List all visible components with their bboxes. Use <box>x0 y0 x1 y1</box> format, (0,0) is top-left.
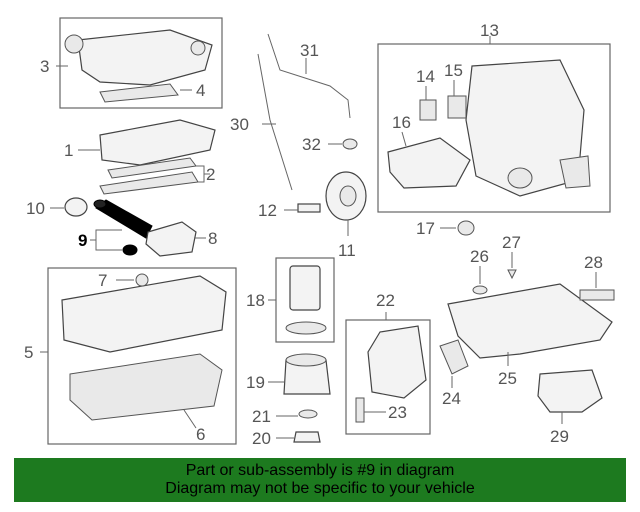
water-pump-part[interactable] <box>387 137 471 189</box>
plenum-gasket-ring[interactable] <box>64 34 84 54</box>
cover-plate <box>559 155 591 189</box>
oil-filter-housing-part[interactable] <box>367 325 427 399</box>
callout-20: 20 <box>252 429 271 448</box>
oil-filler-tube-end <box>93 199 107 209</box>
timing-seal <box>507 167 533 189</box>
valve-cover-gasket-part[interactable] <box>69 353 223 421</box>
oil-filler-cap-part[interactable] <box>64 197 88 217</box>
callout-12: 12 <box>258 201 277 220</box>
callout-9: 9 <box>78 231 87 250</box>
leader-2 <box>196 165 205 183</box>
callout-4: 4 <box>196 81 205 100</box>
part-9-highlight[interactable] <box>93 199 153 256</box>
callout-6: 6 <box>196 425 205 444</box>
callout-7: 7 <box>98 271 107 290</box>
intake-manifold-part[interactable] <box>99 119 216 166</box>
pulley-bolt-part[interactable] <box>297 203 321 213</box>
banner-line-2: Diagram may not be specific to your vehi… <box>165 480 475 497</box>
cover-gasket-15[interactable] <box>447 95 467 119</box>
dipstick-seal-part[interactable] <box>342 138 358 150</box>
callout-25: 25 <box>498 369 517 388</box>
housing-sensor-part[interactable] <box>355 397 365 423</box>
valve-cover-seal[interactable] <box>135 273 149 287</box>
callout-19: 19 <box>246 373 265 392</box>
timing-cover-part[interactable] <box>465 59 585 197</box>
dipstick-part[interactable] <box>257 53 293 191</box>
housing-gasket-part[interactable] <box>439 339 469 375</box>
cover-seal-14[interactable] <box>419 99 437 121</box>
notice-banner: Part or sub-assembly is #9 in diagram Di… <box>14 458 626 502</box>
callout-26: 26 <box>470 247 489 266</box>
callout-24: 24 <box>442 389 461 408</box>
leader-6 <box>183 409 197 429</box>
plenum-port <box>190 40 206 56</box>
callout-27: 27 <box>502 233 521 252</box>
callout-14: 14 <box>416 67 435 86</box>
callout-1: 1 <box>64 141 73 160</box>
callout-15: 15 <box>444 61 463 80</box>
oil-pan-upper-part[interactable] <box>447 283 613 359</box>
group-box-3 <box>59 17 223 109</box>
cover-oil-seal-part[interactable] <box>457 220 475 236</box>
callout-29: 29 <box>550 427 569 446</box>
group-box-5 <box>47 267 237 445</box>
leader-16 <box>401 131 407 147</box>
pan-seal-27[interactable] <box>507 269 517 280</box>
callout-3: 3 <box>40 57 49 76</box>
callout-5: 5 <box>24 343 33 362</box>
oil-pan-lower-part[interactable] <box>537 369 603 413</box>
leader-9 <box>95 229 122 251</box>
bracket-part[interactable] <box>145 221 197 257</box>
oil-filler-tube-seal-part[interactable] <box>122 244 138 256</box>
oil-filter-element-part[interactable] <box>289 265 321 311</box>
plenum-gasket-part[interactable] <box>99 83 179 103</box>
callout-23: 23 <box>388 403 407 422</box>
oil-filter-oring[interactable] <box>285 321 327 335</box>
callout-28: 28 <box>584 253 603 272</box>
callout-18: 18 <box>246 291 265 310</box>
pulley-hub <box>339 185 357 207</box>
callout-16: 16 <box>392 113 411 132</box>
drain-plug-part[interactable] <box>293 431 321 443</box>
intake-plenum-part[interactable] <box>77 29 213 86</box>
callout-10: 10 <box>26 199 45 218</box>
callout-32: 32 <box>302 135 321 154</box>
callout-11: 11 <box>338 241 356 260</box>
banner-line-1: Part or sub-assembly is #9 in diagram <box>185 462 455 479</box>
callout-31: 31 <box>300 41 319 60</box>
callout-17: 17 <box>416 219 435 238</box>
callout-8: 8 <box>208 229 217 248</box>
filter-cap-top <box>285 353 327 367</box>
callout-22: 22 <box>376 291 395 310</box>
dipstick-tube-part[interactable] <box>267 33 351 119</box>
group-box-13 <box>377 43 611 213</box>
callout-30: 30 <box>230 115 249 134</box>
valve-cover-part[interactable] <box>61 275 227 353</box>
callout-13: 13 <box>480 21 499 40</box>
pan-baffle-28[interactable] <box>579 289 615 301</box>
pan-seal-26[interactable] <box>472 285 488 295</box>
callout-21: 21 <box>252 407 271 426</box>
callout-2: 2 <box>206 165 215 184</box>
group-box-22 <box>345 319 431 435</box>
filter-washer-part[interactable] <box>298 409 318 419</box>
